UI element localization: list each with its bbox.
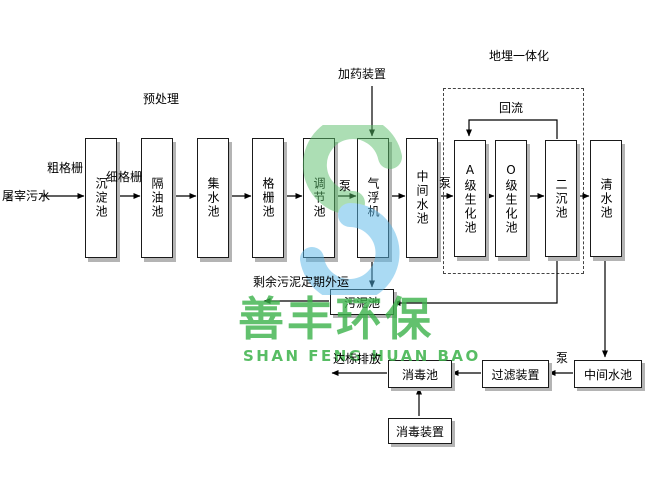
tank-label: 气浮机 xyxy=(366,177,380,219)
tank-oil-separator: 隔油池 xyxy=(141,138,173,258)
sludge-out-note: 剩余污泥定期外运 xyxy=(253,275,350,289)
pump-label-1: 泵 xyxy=(339,179,352,193)
tank-screen: 格栅池 xyxy=(252,138,284,258)
tank-label: 隔油池 xyxy=(150,177,164,219)
box-intermediate-tank-2: 中间水池 xyxy=(574,360,642,388)
tank-equalization: 调节池 xyxy=(303,138,335,258)
tank-label: 沉淀池 xyxy=(94,177,108,219)
box-disinfection-device: 消毒装置 xyxy=(388,418,452,444)
box-label: 消毒池 xyxy=(401,367,438,382)
tank-air-flotation: 气浮机 xyxy=(357,138,389,258)
coarse-screen-label: 粗格栅 xyxy=(47,161,84,175)
dosing-device-label: 加药装置 xyxy=(338,67,387,81)
fine-screen-label: 细格栅 xyxy=(106,170,143,184)
pretreatment-label: 预处理 xyxy=(143,92,180,106)
tank-label: 二沉池 xyxy=(554,177,568,220)
buried-integration-label: 地埋一体化 xyxy=(489,49,550,63)
influent-label: 屠宰污水 xyxy=(2,189,51,203)
box-label: 中间水池 xyxy=(583,367,632,382)
tank-label: 清水池 xyxy=(599,177,613,220)
pump-label-3: 泵 xyxy=(556,351,569,365)
box-disinfection-tank: 消毒池 xyxy=(388,360,452,388)
tank-label: 集水池 xyxy=(206,177,220,219)
tank-label: O级生化池 xyxy=(504,162,518,235)
tank-intermediate: 中间水池 xyxy=(406,138,438,258)
tank-label: 格栅池 xyxy=(261,177,275,219)
box-sludge-tank: 污泥池 xyxy=(330,289,394,315)
tank-a-biochemical: A级生化池 xyxy=(454,140,486,257)
pump-label-2: 泵 xyxy=(439,176,452,190)
tank-water-collection: 集水池 xyxy=(197,138,229,258)
reflux-label: 回流 xyxy=(499,101,524,115)
tank-clean-water: 清水池 xyxy=(590,140,622,257)
tank-o-biochemical: O级生化池 xyxy=(495,140,527,257)
tank-sedimentation: 沉淀池 xyxy=(85,138,117,258)
box-label: 过滤装置 xyxy=(491,367,540,382)
box-label: 污泥池 xyxy=(343,295,380,310)
tank-label: 调节池 xyxy=(312,177,326,219)
tank-label: A级生化池 xyxy=(463,162,477,235)
tank-secondary-sedimentation: 二沉池 xyxy=(545,140,577,257)
box-filter-device: 过滤装置 xyxy=(482,360,549,388)
box-label: 消毒装置 xyxy=(395,424,444,439)
buried-unit-boundary xyxy=(443,88,584,274)
tank-label: 中间水池 xyxy=(415,170,429,226)
discharge-label: 达标排放 xyxy=(333,352,382,366)
